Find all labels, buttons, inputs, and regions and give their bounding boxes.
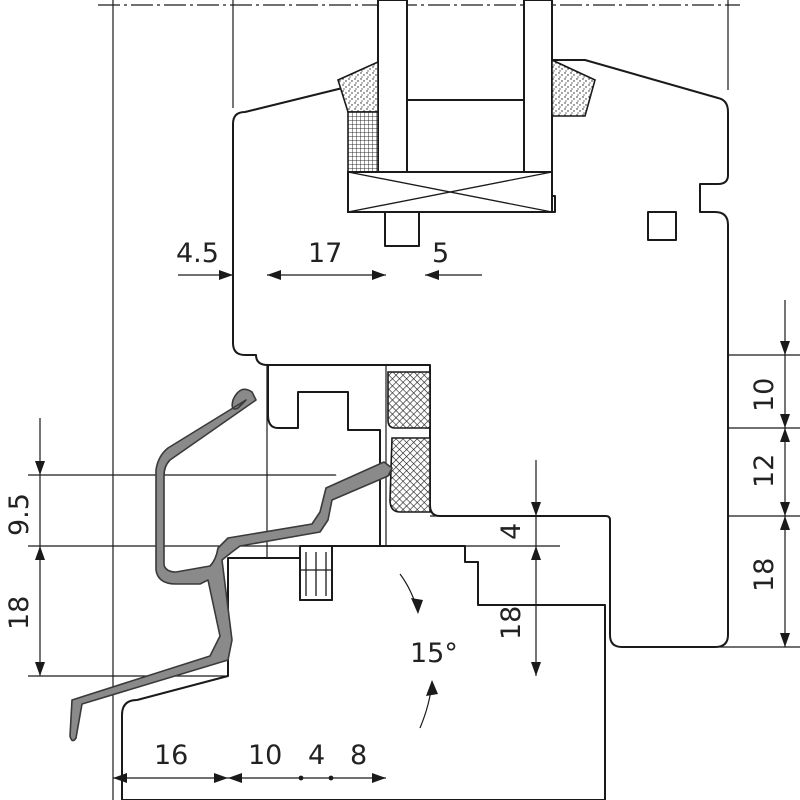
dimension-18-right-label: 18 [749,558,780,592]
dimension-18-left-label: 18 [4,596,35,630]
dimension-right-vertical [780,300,790,647]
angle-15-label: 15° [410,638,458,669]
dimension-17-label: 17 [308,238,342,269]
dimension-top-horizontal [178,270,482,280]
hardware-block-right [647,211,677,241]
weather-gasket-lower [389,437,431,513]
sill-frame [121,365,606,800]
dimension-12-right-label: 12 [749,454,780,488]
dimension-middle-vertical [531,460,541,676]
dimension-4-bottom-label: 4 [308,740,325,771]
drip-seal [299,545,333,601]
setting-block [347,171,553,213]
dimension-8-bottom-label: 8 [350,740,367,771]
weather-gasket-upper [387,371,431,429]
dimension-18-mid-label: 18 [496,606,527,640]
dimension-4-5-label: 4.5 [176,238,219,269]
hardware-block-left [384,211,420,247]
dimension-4-mid-label: 4 [496,523,527,540]
dimension-9-5-label: 9.5 [4,493,35,536]
angle-arrows [399,573,438,729]
dimension-bottom-horizontal [113,773,386,783]
dimension-left-vertical [35,418,45,676]
dimension-10-bottom-label: 10 [248,740,282,771]
dimension-16-label: 16 [154,740,188,771]
aluminium-drip-profile [69,388,393,742]
glazing-unit [377,0,553,173]
dimension-10-right-label: 10 [749,378,780,412]
dimension-5-label: 5 [432,238,449,269]
sealant-right [551,58,596,117]
glazing-tape-left [347,111,379,173]
sash-frame [232,59,729,648]
